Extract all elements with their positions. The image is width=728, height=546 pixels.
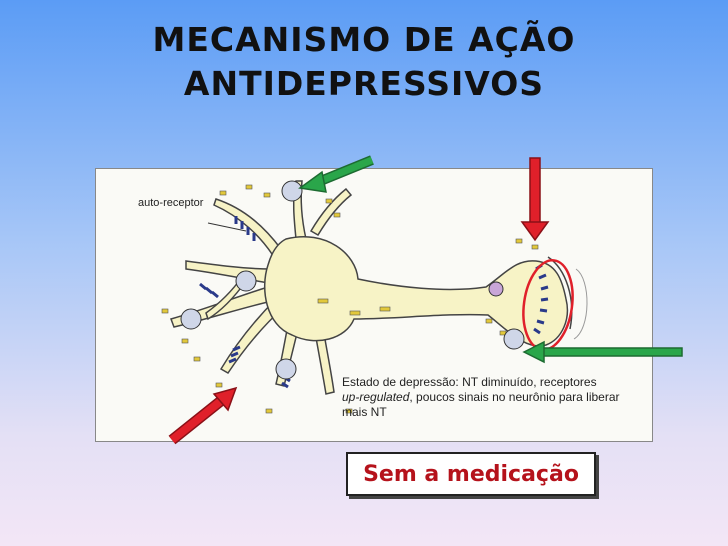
caption-line-3: mais NT — [342, 405, 387, 419]
neurotransmitter-dots — [161, 184, 539, 414]
figure-caption: Estado de depressão: NT diminuído, recep… — [342, 375, 642, 420]
transporter-proteins — [180, 180, 525, 380]
title-line-2: ANTIDEPRESSIVOS — [183, 64, 545, 103]
title-line-1: MECANISMO DE AÇÃO — [152, 20, 576, 59]
auto-receptor-pointer — [207, 222, 247, 232]
slide-title: MECANISMO DE AÇÃO ANTIDEPRESSIVOS — [0, 18, 728, 106]
caption-line-2-rest: , poucos sinais no neurônio para liberar — [409, 390, 620, 404]
status-badge: Sem a medicação — [346, 452, 596, 496]
neuron-diagram — [161, 180, 588, 414]
caption-emphasis: up-regulated — [342, 390, 410, 404]
caption-line-1: Estado de depressão: NT diminuído, recep… — [342, 375, 597, 389]
neuron-cell-body — [263, 236, 568, 347]
caption-line-2: up-regulated, poucos sinais no neurônio … — [342, 390, 642, 405]
synaptic-cleft — [573, 268, 588, 340]
auto-receptor-label: auto-receptor — [138, 197, 204, 209]
neuron-figure: auto-receptor Estado de depressão: NT di… — [95, 168, 653, 442]
